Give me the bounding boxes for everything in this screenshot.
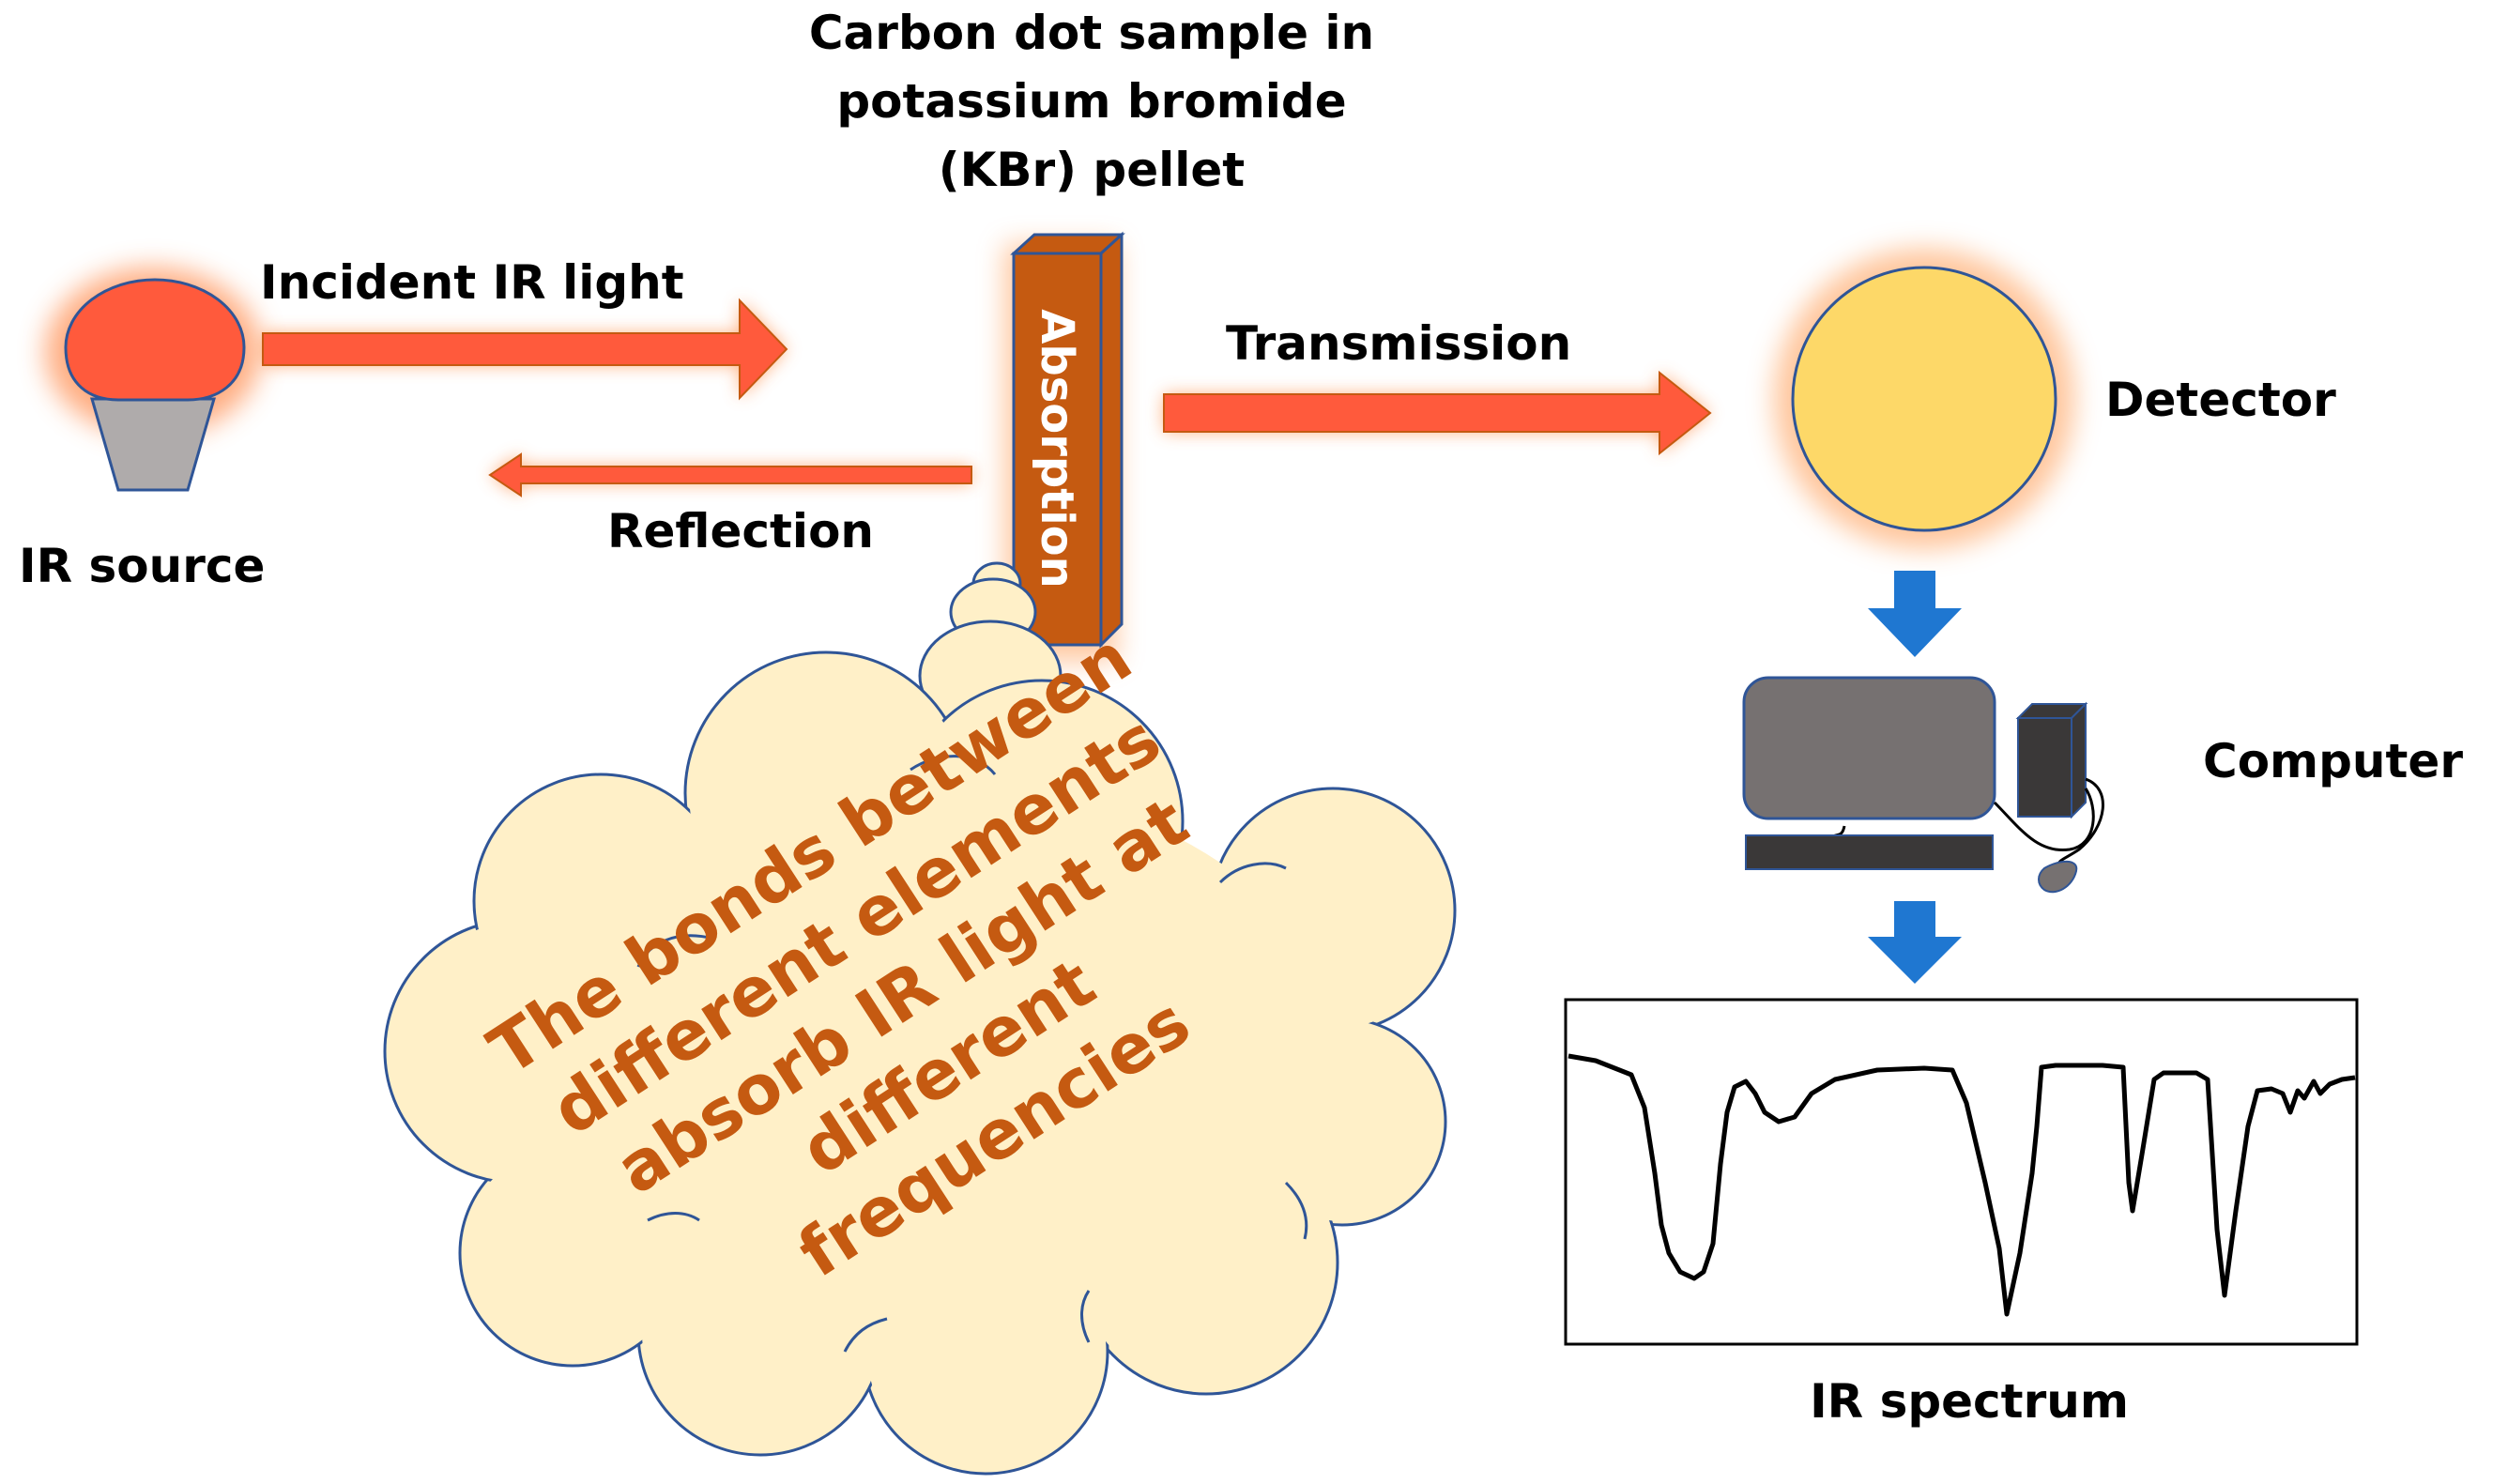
sample-label-line3: (KBr) pellet: [939, 143, 1245, 197]
incident-arrow: [262, 298, 788, 401]
down-arrow-icon: [1868, 571, 1962, 657]
ir-spectrum-trace: [1568, 1053, 2356, 1317]
kbr-pellet: [1004, 231, 1125, 662]
sample-label-line2: potassium bromide: [836, 74, 1346, 129]
reflection-arrow: [488, 452, 972, 497]
transmission-arrow: [1163, 370, 1712, 456]
ir-spectrum-frame: [1564, 998, 2359, 1346]
down-arrow-icon: [1868, 901, 1962, 984]
absorption-label: Absorption: [1031, 309, 1083, 589]
computer-icon: [1742, 676, 2104, 894]
sample-label-line1: Carbon dot sample in: [809, 6, 1374, 60]
ir-source-bulb-icon: [45, 268, 261, 492]
ir-source-label: IR source: [19, 539, 265, 593]
transmission-label: Transmission: [1226, 316, 1571, 371]
thought-cloud: [383, 561, 1457, 1476]
reflection-label: Reflection: [607, 504, 874, 558]
incident-label: Incident IR light: [260, 255, 684, 310]
detector-label: Detector: [2105, 373, 2336, 427]
detector-icon: [1774, 249, 2074, 549]
ir-spectrum-label: IR spectrum: [1810, 1374, 2129, 1429]
computer-label: Computer: [2203, 734, 2463, 788]
